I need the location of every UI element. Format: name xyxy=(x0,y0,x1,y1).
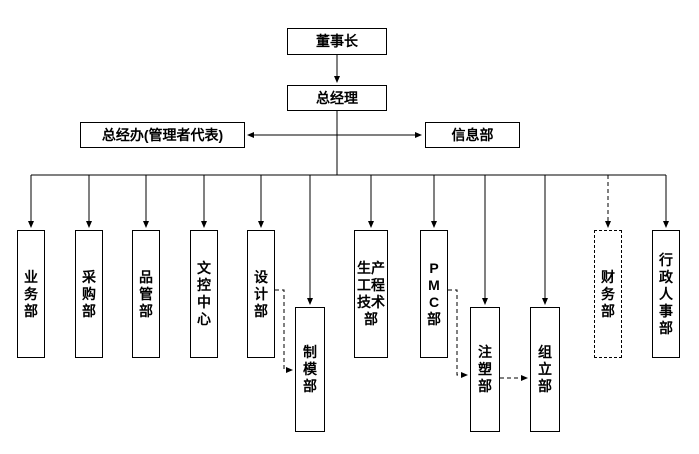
node-business-dept-label: 业 务 部 xyxy=(24,268,38,319)
node-assembly-dept-label: 组 立 部 xyxy=(538,344,552,394)
node-pmc-dept: P M C 部 xyxy=(420,230,448,358)
node-design-dept-label: 设 计 部 xyxy=(254,268,268,319)
node-purchasing-dept: 采 购 部 xyxy=(75,230,103,358)
node-gm-office: 总经办(管理者代表) xyxy=(80,122,245,148)
node-pmc-dept-label: P M C 部 xyxy=(427,260,441,327)
node-doc-control-center: 文 控 中 心 xyxy=(190,230,218,358)
node-injection-dept-label: 注 塑 部 xyxy=(478,344,492,394)
node-design-dept: 设 计 部 xyxy=(247,230,275,358)
node-general-manager-label: 总经理 xyxy=(316,89,358,106)
node-mold-making-dept-label: 制 模 部 xyxy=(303,344,317,394)
node-admin-hr-dept: 行 政 人 事 部 xyxy=(652,230,680,358)
node-business-dept: 业 务 部 xyxy=(17,230,45,358)
node-gm-office-label: 总经办(管理者代表) xyxy=(101,126,224,143)
node-production-engineering-dept: 生产 工程 技术 部 xyxy=(354,230,388,358)
node-mold-making-dept: 制 模 部 xyxy=(295,307,325,432)
node-production-engineering-dept-label: 生产 工程 技术 部 xyxy=(357,260,385,327)
node-assembly-dept: 组 立 部 xyxy=(530,307,560,432)
node-purchasing-dept-label: 采 购 部 xyxy=(82,268,96,319)
node-injection-dept: 注 塑 部 xyxy=(470,307,500,432)
node-information-dept: 信息部 xyxy=(425,122,520,148)
node-finance-dept-label: 财 务 部 xyxy=(601,268,615,319)
node-finance-dept: 财 务 部 xyxy=(594,230,622,358)
node-admin-hr-dept-label: 行 政 人 事 部 xyxy=(659,251,673,336)
edge-design-mold-dashed xyxy=(275,289,293,373)
node-quality-dept: 品 管 部 xyxy=(132,230,160,358)
node-chairman: 董事长 xyxy=(287,28,387,55)
node-quality-dept-label: 品 管 部 xyxy=(139,268,153,319)
node-general-manager: 总经理 xyxy=(287,85,387,111)
node-chairman-label: 董事长 xyxy=(316,33,358,49)
node-doc-control-center-label: 文 控 中 心 xyxy=(197,260,211,327)
node-information-dept-label: 信息部 xyxy=(451,126,494,143)
edge-pmc-injection-dashed xyxy=(448,289,468,378)
